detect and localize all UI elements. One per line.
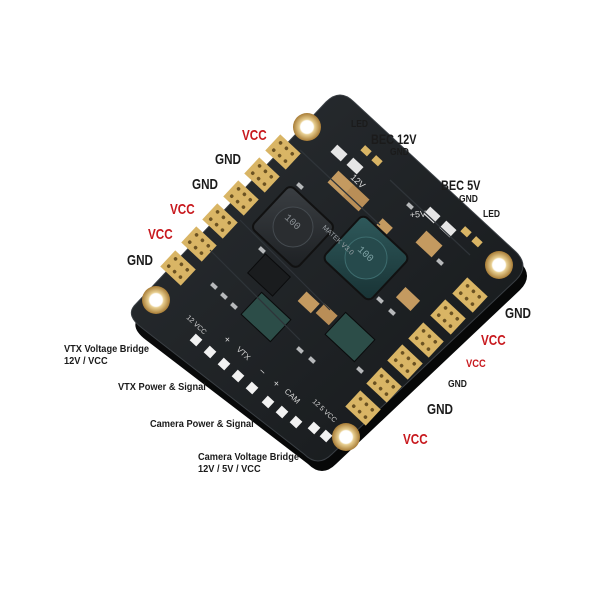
label-camera-voltage-bridge: Camera Voltage Bridge 12V / 5V / VCC [198, 451, 299, 475]
smd-part-7 [388, 308, 396, 316]
bec5-pads [423, 206, 483, 248]
vtx-pad-5 [245, 381, 259, 395]
label-camera-power-text: Camera Power & Signal [150, 418, 254, 430]
regulator-ics [240, 253, 376, 363]
label-gnd-right-2: GND [448, 379, 467, 390]
label-vtx-bridge-sub: 12V / VCC [64, 355, 108, 368]
right-pad-4 [387, 344, 423, 380]
bec12-pads [330, 144, 383, 175]
left-solder-pads [160, 134, 301, 286]
vtx-pad-4 [231, 369, 245, 383]
smd-part-5 [308, 356, 316, 364]
silk-5v: +5V [409, 209, 426, 220]
small-components [210, 182, 444, 374]
label-gnd-left-3: GND [127, 252, 154, 269]
left-pad-5 [181, 226, 217, 262]
left-pad-6 [160, 250, 196, 286]
label-gnd-left-1: GND [215, 151, 242, 168]
label-vcc-right-3: VCC [403, 431, 428, 448]
silk-vtx-minus: − [256, 366, 268, 378]
label-camera-bridge-title: Camera Voltage Bridge [198, 451, 299, 463]
smd-part-8 [436, 258, 444, 266]
left-pad-2 [244, 157, 280, 193]
smd-part-1 [210, 282, 218, 290]
label-bec5: BEC 5V [441, 177, 481, 193]
label-vcc-left-1: VCC [170, 201, 195, 218]
smd-part-2 [220, 292, 228, 300]
smd-part-4 [296, 346, 304, 354]
label-bec12-gnd: GND [390, 147, 409, 158]
vtx-pad-3 [217, 357, 231, 371]
label-vcc-top-left: VCC [242, 127, 267, 144]
left-pad-4 [202, 203, 238, 239]
smd-part-6 [376, 296, 384, 304]
silk-vtx-plus: + [221, 334, 233, 346]
label-led-right: LED [483, 209, 500, 220]
cam-pad-1 [261, 395, 275, 409]
label-vtx-power: VTX Power & Signal [118, 381, 206, 393]
smd-part-11 [258, 246, 266, 254]
board-top [130, 94, 524, 462]
cam-pads [261, 395, 333, 443]
right-pad-3 [408, 322, 444, 358]
vtx-pads [189, 333, 259, 395]
right-pad-6 [345, 390, 381, 426]
label-vcc-left-2: VCC [148, 226, 173, 243]
silk-cam-plus: + [270, 378, 282, 390]
mounting-holes [142, 113, 513, 451]
smd-part-10 [406, 202, 414, 210]
label-gnd-right-1: GND [505, 305, 532, 322]
label-vcc-right-2: VCC [466, 358, 486, 370]
label-camera-bridge-sub: 12V / 5V / VCC [198, 463, 261, 476]
board-traces [209, 149, 471, 341]
label-gnd-right-3: GND [427, 401, 454, 418]
smd-part-12 [356, 366, 364, 374]
label-gnd-left-2: GND [192, 176, 219, 193]
label-led-top: LED [351, 119, 368, 130]
vtx-pad-1 [189, 333, 203, 347]
label-camera-power: Camera Power & Signal [150, 418, 254, 430]
cam-pad-2 [275, 405, 289, 419]
right-solder-pads [345, 277, 488, 426]
left-pad-3 [223, 180, 259, 216]
right-pad-1 [452, 277, 488, 313]
capacitors [258, 170, 443, 326]
cam-pad-4 [307, 421, 321, 435]
cam-pad-5 [319, 429, 333, 443]
label-bec5-gnd: GND [459, 194, 478, 205]
smd-part-9 [296, 182, 304, 190]
label-vtx-bridge-title: VTX Voltage Bridge [64, 343, 150, 355]
inductor-5v [323, 215, 409, 301]
right-pad-5 [366, 367, 402, 403]
label-vcc-right-1: VCC [481, 332, 506, 349]
vtx-pad-2 [203, 345, 217, 359]
label-vtx-voltage-bridge: VTX Voltage Bridge 12V / VCC [64, 343, 149, 367]
left-pad-1 [265, 134, 301, 170]
label-vtx-power-text: VTX Power & Signal [118, 381, 206, 393]
right-pad-2 [430, 299, 466, 335]
smd-part-3 [230, 302, 238, 310]
label-bec12: BEC 12V [371, 131, 417, 147]
inductor-12v [252, 186, 334, 268]
cam-pad-3 [289, 415, 303, 429]
